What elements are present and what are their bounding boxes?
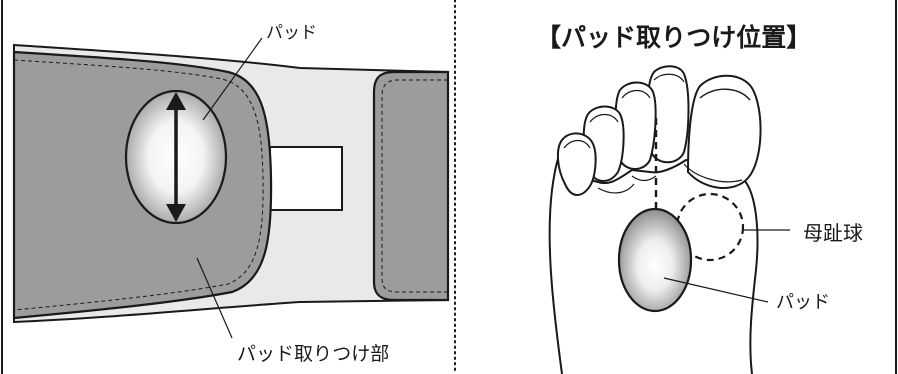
toe-crease: [683, 163, 743, 183]
attach-leader-line: [196, 257, 233, 339]
foot-pad-leader-line: [663, 277, 769, 303]
band-illustration: [12, 37, 450, 339]
double-arrow-icon: [166, 92, 186, 222]
attach-label: パッド取りつけ部: [237, 343, 389, 365]
position-title: 【パッド取りつけ位置】: [536, 23, 811, 52]
foot-illustration: [548, 65, 790, 374]
toe-crease: [597, 183, 635, 194]
fourth-toe-nail: [589, 113, 619, 123]
pad-label-left: パッド: [266, 23, 317, 43]
foot-pad: [617, 207, 693, 313]
attach-tab: [269, 146, 343, 211]
band-end: [372, 70, 450, 302]
big-toe: [686, 74, 762, 190]
band-end-stitch: [381, 79, 448, 293]
ball-of-foot-marker: [675, 192, 745, 262]
second-toe-nail: [653, 73, 685, 83]
big-toe-nail: [699, 88, 751, 101]
pad-leader-line: [202, 37, 263, 121]
band-flap-stitch: [13, 59, 264, 311]
toe-crease: [631, 175, 657, 182]
little-toe: [556, 132, 597, 196]
ball-label: 母趾球: [803, 221, 863, 245]
third-toe-nail: [621, 89, 651, 99]
pad-label-right: パッド: [776, 292, 830, 313]
little-toe-nail: [563, 139, 591, 149]
third-toe: [614, 81, 657, 170]
